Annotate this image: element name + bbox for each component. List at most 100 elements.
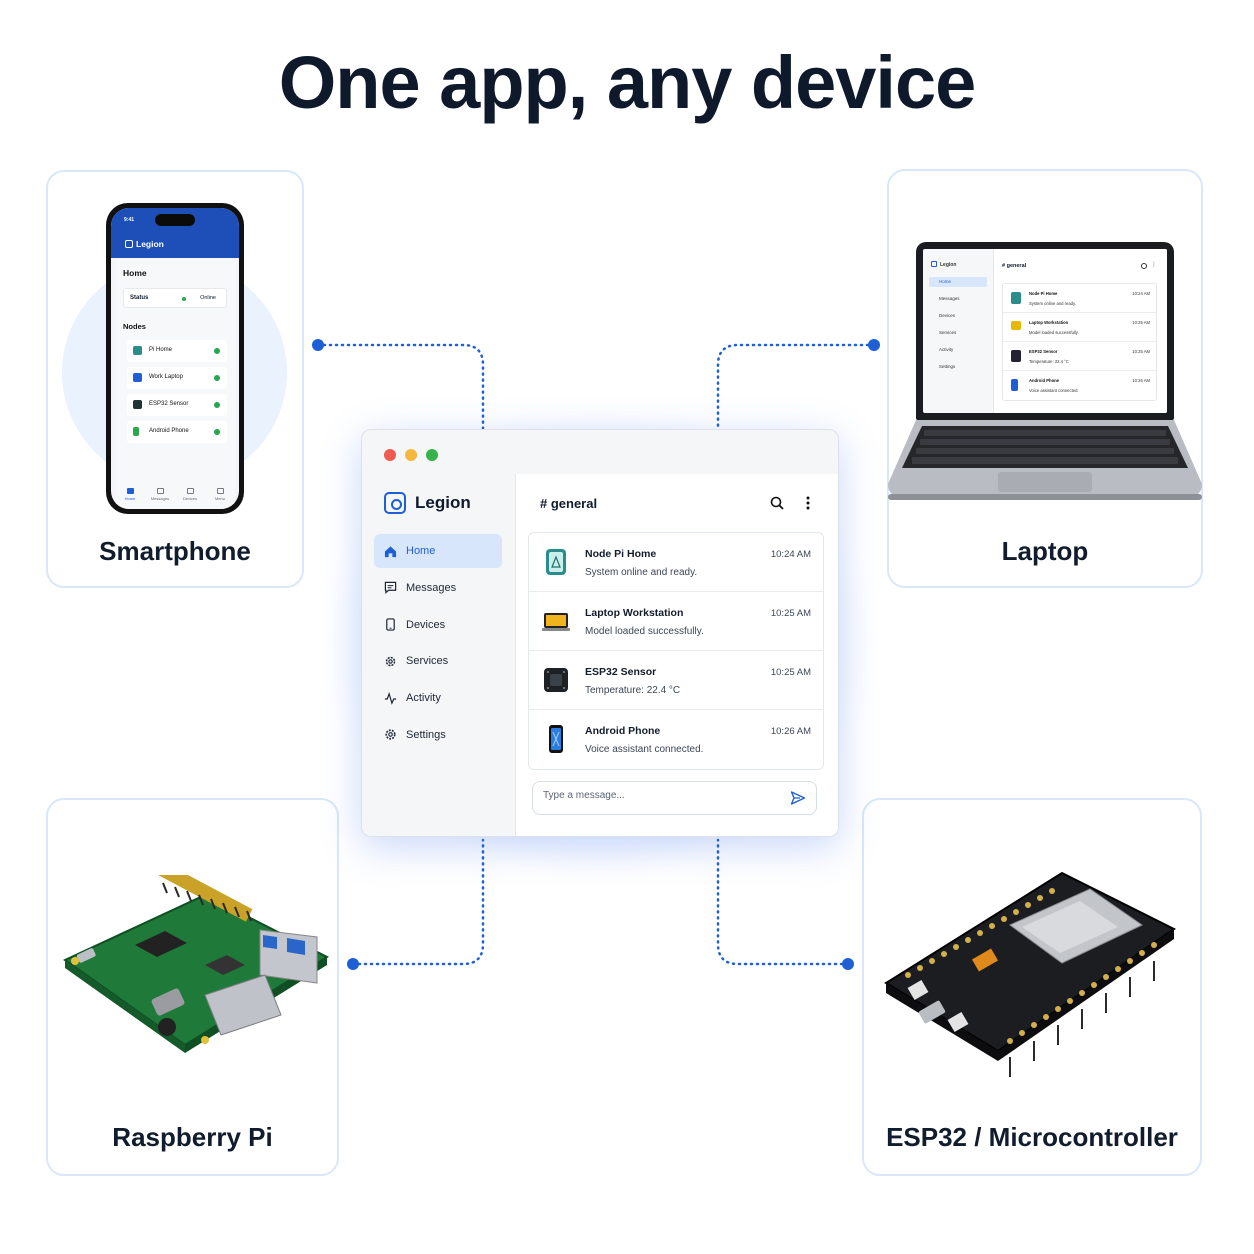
laptop-more-icon[interactable]: ⋮ [1151,262,1157,268]
activity-icon [384,691,397,705]
smartphone-status-value: Online [200,295,216,301]
smartphone-device: 9:41 Legion Home Status Online Nodes Pi … [106,203,244,514]
smartphone-node-item[interactable]: Work Laptop [127,367,227,389]
brand-name: Legion [415,493,471,512]
header-actions [770,496,810,510]
laptop-screen: Legion Home Messages Devices Services Ac… [923,249,1167,413]
laptop-message-time: 10:25 AM [1132,349,1150,354]
smartphone-home-heading: Home [123,268,147,278]
sidebar-item-devices[interactable]: Devices [374,608,502,642]
sidebar: Legion Home Messages Devices Services Ac… [362,474,515,836]
pi-node-icon [133,346,142,355]
laptop-label: Laptop [1001,536,1089,566]
message-sender: Node Pi Home [585,548,657,560]
sidebar-item-home[interactable]: Home [374,534,502,568]
smartphone-tab-devices[interactable]: Devices [176,488,204,501]
laptop-nav-item[interactable]: Settings [939,364,956,369]
message-text: System online and ready. [585,567,698,578]
menu-icon [216,488,224,494]
messages-icon [384,582,397,595]
laptop-message-name: ESP32 Sensor [1029,349,1058,354]
laptop-search-icon[interactable] [1141,263,1147,269]
laptop-message-name: Laptop Workstation [1029,320,1069,325]
message-item[interactable]: ESP32 Sensor Temperature: 22.4 °C 10:25 … [529,651,823,710]
phone-node-icon [549,725,563,753]
online-dot-icon [214,402,220,408]
smartphone-tab-bar: Home Messages Devices Menu [115,488,235,501]
sidebar-item-activity[interactable]: Activity [374,681,502,715]
smartphone-clock: 9:41 [124,217,135,223]
laptop-node-icon [133,373,142,382]
message-sender: Android Phone [585,725,661,737]
message-text: Model loaded successfully. [585,626,704,637]
message-composer [532,781,817,815]
laptop-message-time: 10:26 AM [1132,378,1150,383]
legion-logo-icon [384,492,406,514]
laptop-nav-item[interactable]: Activity [939,347,954,352]
smartphone-node-item[interactable]: Pi Home [127,340,227,362]
smartphone-tab-menu[interactable]: Menu [206,488,234,501]
message-time: 10:25 AM [770,667,811,678]
smartphone-app-bar: 9:41 Legion [111,208,239,258]
laptop-message-text: System online and ready. [1029,301,1076,306]
messages-icon [156,488,164,494]
message-item[interactable]: Android Phone Voice assistant connected.… [529,710,823,769]
laptop-node-icon [542,613,570,631]
window-maximize-button[interactable] [426,449,438,461]
message-sender: ESP32 Sensor [585,666,657,678]
smartphone-tab-messages[interactable]: Messages [146,488,174,501]
laptop-channel-title: # general [1002,263,1027,269]
sidebar-item-label: Home [406,545,436,557]
message-input[interactable] [543,790,773,801]
sidebar-item-messages[interactable]: Messages [374,571,502,605]
raspberry-pi-board [63,875,330,1053]
message-item[interactable]: Laptop Workstation Model loaded successf… [529,592,823,651]
sidebar-item-services[interactable]: Services [374,644,502,678]
sidebar-item-settings[interactable]: Settings [374,718,502,752]
message-text: Voice assistant connected. [585,744,704,755]
main-panel: # general Node Pi Home System online and… [515,474,838,836]
brand: Legion [384,492,471,514]
search-icon[interactable] [770,496,784,510]
smartphone-node-item[interactable]: ESP32 Sensor [127,394,227,416]
online-dot-icon [214,348,220,354]
smartphone-nodes-heading: Nodes [123,322,146,331]
smartphone-app-title: Legion [125,239,164,249]
smartphone-label: Smartphone [99,536,251,566]
online-dot-icon [214,375,220,381]
more-vertical-icon[interactable] [806,496,810,510]
services-icon [385,656,396,667]
message-item[interactable]: Node Pi Home System online and ready. 10… [529,533,823,592]
smartphone-tab-home[interactable]: Home [116,488,144,501]
laptop-nav-item[interactable]: Services [939,330,957,335]
laptop-nav-item[interactable]: Home [929,277,987,287]
settings-icon [385,729,396,741]
laptop-nav-item[interactable]: Devices [939,313,956,318]
legion-logo-icon [931,261,937,267]
sensor-node-icon [133,400,142,409]
smartphone-status-label: Status [130,295,149,301]
smartphone-screen: 9:41 Legion Home Status Online Nodes Pi … [111,208,239,509]
smartphone-node-label: Pi Home [149,347,173,353]
sidebar-item-label: Activity [406,692,441,705]
laptop-brand-text: Legion [940,262,957,268]
window-minimize-button[interactable] [405,449,417,461]
smartphone-node-item[interactable]: Android Phone [127,421,227,443]
connector-dot-esp32 [842,958,854,970]
esp32-label: ESP32 / Microcontroller [886,1122,1178,1152]
send-icon[interactable] [790,790,806,806]
laptop-message-time: 10:24 AM [1132,291,1150,296]
window-close-button[interactable] [384,449,396,461]
phone-node-icon [133,427,139,436]
laptop-nav-item[interactable]: Messages [939,296,960,301]
app-window: Legion Home Messages Devices Services Ac… [361,429,839,837]
pi-node-icon [546,549,566,575]
smartphone-tab-label: Devices [182,496,198,501]
